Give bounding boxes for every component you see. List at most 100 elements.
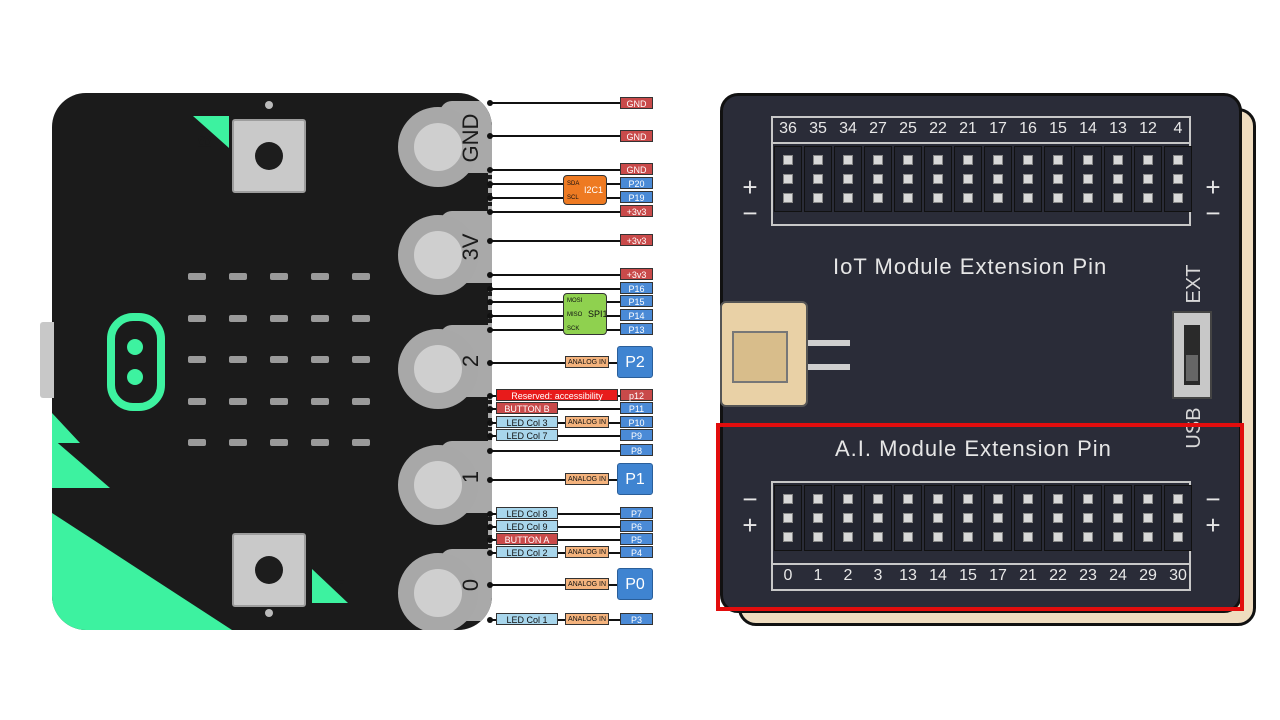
iot-pin-number: 13 xyxy=(1109,120,1127,137)
pin-socket xyxy=(783,513,793,523)
pin-socket xyxy=(1173,193,1183,203)
extension-board: + − + − IoT Module Extension Pin EXT USB… xyxy=(720,93,1242,613)
ai-pin-number: 1 xyxy=(813,567,823,584)
iot-plus-left: + xyxy=(742,172,758,202)
pin-socket xyxy=(813,155,823,165)
func-led-col7: LED Col 7 xyxy=(496,429,558,441)
pin-socket xyxy=(813,174,823,184)
analog-in-p1: ANALOG IN xyxy=(565,473,609,485)
pin-p0-large: P0 xyxy=(617,568,653,600)
ai-pin-col-15 xyxy=(954,485,982,551)
ai-pin-number-bar xyxy=(771,563,1191,591)
led-0-4 xyxy=(352,273,370,280)
pin-socket xyxy=(1023,532,1033,542)
pin-p13: P13 xyxy=(620,323,653,335)
pin-socket xyxy=(843,193,853,203)
iot-pin-number: 4 xyxy=(1173,120,1183,137)
led-2-0 xyxy=(188,356,206,363)
pin-socket xyxy=(873,494,883,504)
iot-minus-left: − xyxy=(742,198,758,228)
pin-socket xyxy=(933,513,943,523)
iot-pin-col-13 xyxy=(1104,146,1132,212)
pin-socket xyxy=(933,494,943,504)
led-0-3 xyxy=(311,273,329,280)
pin-socket xyxy=(783,193,793,203)
pin-socket xyxy=(1023,174,1033,184)
func-button-b: BUTTON B xyxy=(496,402,558,414)
pin-socket xyxy=(1083,494,1093,504)
led-4-3 xyxy=(311,439,329,446)
led-2-1 xyxy=(229,356,247,363)
iot-pin-col-22 xyxy=(924,146,952,212)
led-2-2 xyxy=(270,356,288,363)
pad-1-label: 1 xyxy=(458,470,483,484)
ai-pin-col-2 xyxy=(834,485,862,551)
ai-pin-highlight-box xyxy=(716,423,1244,611)
pin-p1-large: P1 xyxy=(617,463,653,495)
pin-3v3-2: +3v3 xyxy=(620,234,653,246)
pin-socket xyxy=(783,155,793,165)
led-1-2 xyxy=(270,315,288,322)
ai-pin-col-17 xyxy=(984,485,1012,551)
pin-socket xyxy=(963,174,973,184)
pin-socket xyxy=(1113,494,1123,504)
pin-socket xyxy=(1053,513,1063,523)
iot-pin-number: 21 xyxy=(959,120,977,137)
func-reserved-accessibility: Reserved: accessibility xyxy=(496,389,618,401)
button-b-flag-icon xyxy=(193,116,229,148)
iot-pin-col-15 xyxy=(1044,146,1072,212)
pin-gnd-1: GND xyxy=(620,97,653,109)
ai-pin-number: 21 xyxy=(1019,567,1037,584)
pin-socket xyxy=(813,513,823,523)
pin-socket xyxy=(963,494,973,504)
pin-socket xyxy=(783,532,793,542)
func-button-a: BUTTON A xyxy=(496,533,558,545)
pin-socket xyxy=(963,155,973,165)
ai-pin-number: 2 xyxy=(843,567,853,584)
ai-pin-number: 17 xyxy=(989,567,1007,584)
pin-socket xyxy=(873,193,883,203)
pin-socket xyxy=(993,193,1003,203)
teal-corner-shape xyxy=(52,438,110,488)
pin-p15: P15 xyxy=(620,295,653,307)
pin-socket xyxy=(903,494,913,504)
button-a-knob xyxy=(255,556,283,584)
pin-socket xyxy=(873,174,883,184)
button-b[interactable] xyxy=(232,119,306,193)
button-a[interactable] xyxy=(232,533,306,607)
i2c-block: SDA SCL I2C1 xyxy=(563,175,607,205)
teal-corner-shape xyxy=(52,513,232,630)
ai-pin-col-30 xyxy=(1164,485,1192,551)
pin-socket xyxy=(843,174,853,184)
pin-p7: P7 xyxy=(620,507,653,519)
board-dot xyxy=(265,609,273,617)
iot-title: IoT Module Extension Pin xyxy=(833,254,1108,279)
pad-1-hole xyxy=(398,445,478,525)
led-4-1 xyxy=(229,439,247,446)
pin-socket xyxy=(1053,155,1063,165)
power-switch[interactable] xyxy=(1172,311,1212,399)
func-led-col8: LED Col 8 xyxy=(496,507,558,519)
pin-socket xyxy=(1053,174,1063,184)
func-led-col3: LED Col 3 xyxy=(496,416,558,428)
microbit-logo-icon xyxy=(107,313,165,411)
iot-pin-col-21 xyxy=(954,146,982,212)
pin-p14: P14 xyxy=(620,309,653,321)
iot-pin-number: 35 xyxy=(809,120,827,137)
pad-gnd-hole xyxy=(398,107,478,187)
pin-socket xyxy=(1113,513,1123,523)
pin-socket xyxy=(1083,155,1093,165)
iot-pin-col-36 xyxy=(774,146,802,212)
led-1-0 xyxy=(188,315,206,322)
analog-in-p2: ANALOG IN xyxy=(565,356,609,368)
pin-gnd-3: GND xyxy=(620,163,653,175)
pin-socket xyxy=(993,513,1003,523)
pin-socket xyxy=(1023,193,1033,203)
pin-socket xyxy=(993,155,1003,165)
pin-socket xyxy=(933,174,943,184)
pin-socket xyxy=(1143,155,1153,165)
analog-in-p0: ANALOG IN xyxy=(565,578,609,590)
ai-pin-number: 13 xyxy=(899,567,917,584)
led-1-3 xyxy=(311,315,329,322)
ai-pin-number: 3 xyxy=(873,567,883,584)
